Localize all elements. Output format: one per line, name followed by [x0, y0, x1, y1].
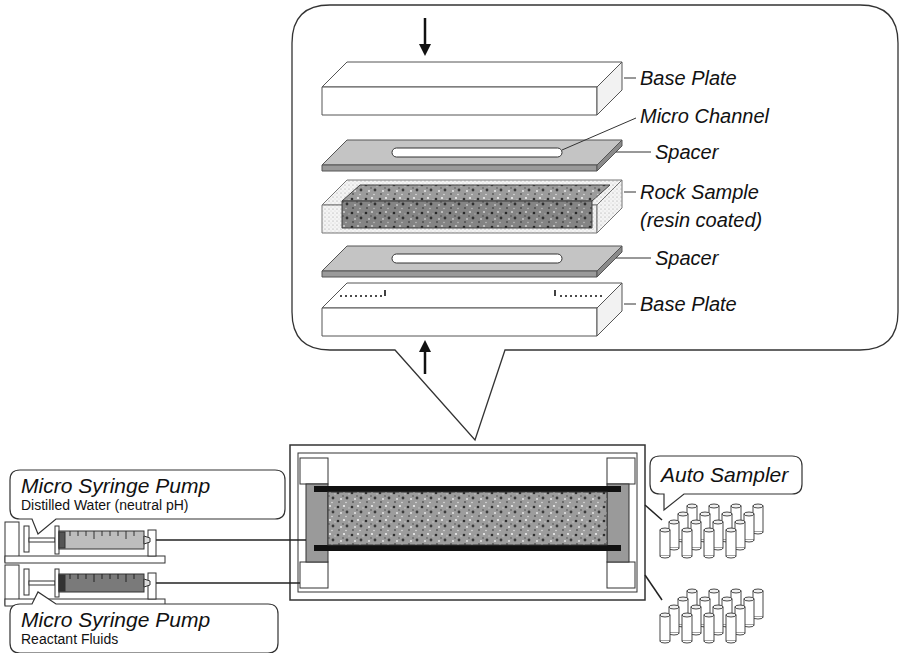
sample-rack — [660, 589, 763, 643]
bubble-body: Reactant Fluids — [21, 631, 210, 649]
bubble-heading: Micro Syringe Pump — [21, 608, 210, 631]
bubble-content: Micro Syringe PumpReactant Fluids — [10, 605, 221, 652]
part-name: Base Plate — [640, 64, 737, 92]
spacer — [322, 246, 622, 277]
callout-bubble: Auto Sampler — [650, 456, 802, 494]
base-plate — [322, 62, 622, 115]
bubble-shape — [650, 456, 802, 510]
bubble-shape — [10, 470, 285, 534]
part-label-box: Base Plate — [640, 64, 737, 92]
sample-rack — [660, 504, 763, 558]
flow-cell — [290, 445, 645, 600]
callout-bubble: Micro Syringe PumpDistilled Water (neutr… — [10, 470, 285, 519]
part-name: Base Plate — [640, 290, 737, 318]
part-label-box: Spacer — [655, 138, 718, 166]
syringe-pump — [5, 565, 165, 606]
spacer — [322, 140, 622, 171]
part-name: Spacer — [655, 138, 718, 166]
bubble-heading: Micro Syringe Pump — [21, 474, 210, 497]
callout-bubble: Micro Syringe PumpReactant Fluids — [10, 604, 278, 653]
syringe-pump — [5, 522, 165, 563]
callout-outline — [292, 5, 898, 440]
part-label-box: Base Plate — [640, 290, 737, 318]
part-label-box: Rock Sample (resin coated) — [640, 178, 780, 234]
part-name: Spacer — [655, 244, 718, 272]
part-name: Rock Sample (resin coated) — [640, 178, 780, 234]
leader-line — [562, 78, 651, 304]
bubble-heading: Auto Sampler — [661, 463, 788, 486]
base-plate — [322, 283, 622, 336]
part-name: Micro Channel — [640, 102, 769, 130]
bubble-content: Micro Syringe PumpDistilled Water (neutr… — [10, 471, 221, 518]
bubble-body: Distilled Water (neutral pH) — [21, 497, 210, 515]
part-label-box: Micro Channel — [640, 102, 769, 130]
bubble-shape — [10, 592, 278, 653]
part-label-box: Spacer — [655, 244, 718, 272]
rock-sample — [322, 180, 622, 233]
bubble-content: Auto Sampler — [650, 460, 799, 489]
